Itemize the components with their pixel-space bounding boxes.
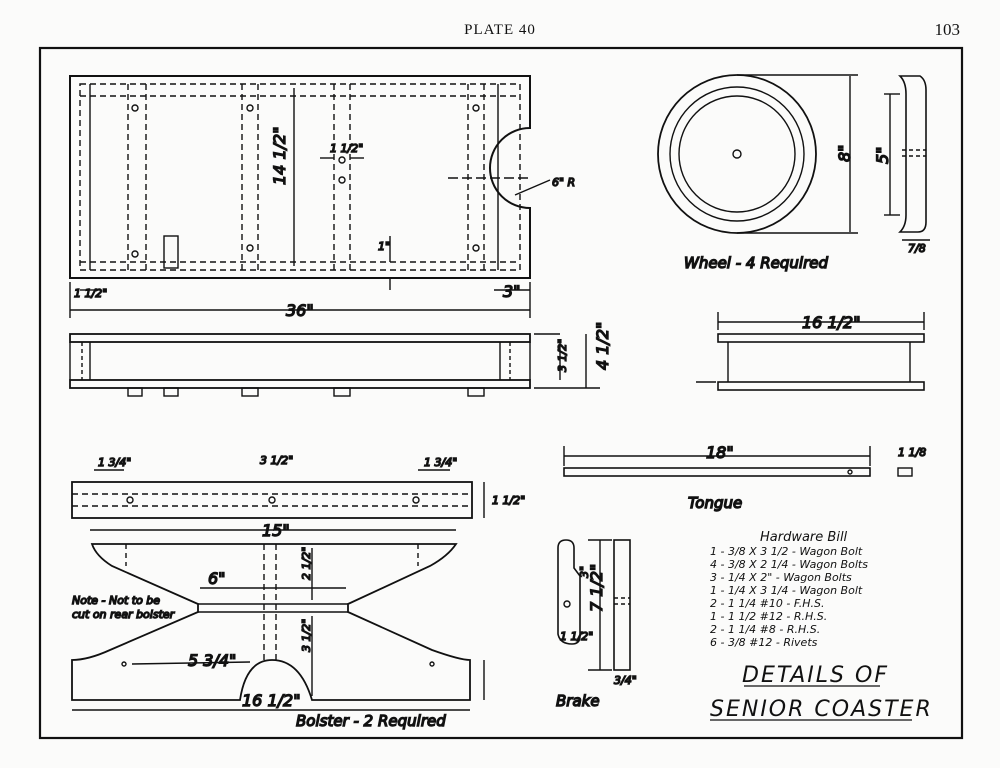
dim-bolster-base: 16 1/2"	[242, 691, 301, 710]
axle-assembly-view	[696, 312, 925, 391]
dim-tongue-width: 1 1/8	[898, 446, 926, 459]
bolster-side-view	[71, 543, 485, 711]
dim-one-inch: 1"	[378, 240, 390, 253]
note-line-2: cut on rear bolster	[72, 608, 176, 621]
hardware-item: 2 - 1 1/4 #10 - F.H.S.	[710, 597, 825, 610]
bolster-top-view	[71, 469, 485, 531]
wheel-label: Wheel - 4 Required	[684, 254, 828, 272]
dim-bolster-six: 6"	[208, 569, 226, 588]
wheel-view	[657, 74, 930, 241]
hardware-item: 1 - 1/4 X 3 1/4 - Wagon Bolt	[710, 584, 863, 597]
dim-hub: 5"	[873, 146, 892, 164]
dim-brake-width: 1 1/2"	[560, 630, 593, 643]
dim-bolster-height: 1 1/2"	[492, 494, 525, 507]
tongue-label: Tongue	[688, 494, 742, 512]
hardware-item: 2 - 1 1/4 #8 - R.H.S.	[710, 623, 820, 636]
tongue-view	[563, 446, 913, 477]
brake-view	[557, 539, 631, 671]
dim-body-length: 36"	[286, 301, 314, 320]
drawing-title: DETAILS OF SENIOR COASTER	[710, 663, 933, 722]
dim-radius: 6" R	[552, 176, 575, 189]
dim-body-width: 14 1/2"	[270, 126, 289, 185]
hardware-bill: Hardware Bill 1 - 3/8 X 3 1/2 - Wagon Bo…	[710, 530, 868, 649]
brake-label: Brake	[556, 692, 600, 710]
dim-bolster-five: 5 3/4"	[188, 651, 236, 670]
dim-end-cut: 3"	[503, 282, 521, 301]
hardware-title: Hardware Bill	[760, 530, 848, 545]
hardware-item: 6 - 3/8 #12 - Rivets	[710, 636, 818, 649]
hardware-item: 4 - 3/8 X 2 1/4 - Wagon Bolts	[710, 558, 868, 571]
dim-bolster-left: 1 3/4"	[98, 456, 131, 469]
dim-bolster-two: 2 1/2"	[300, 547, 313, 580]
dim-side-height: 3 1/2"	[556, 339, 569, 372]
title-line-1: DETAILS OF	[742, 663, 889, 688]
dim-brake-total: 7 1/2"	[587, 564, 606, 612]
dim-wheel-dia: 8"	[835, 144, 854, 162]
plate-frame	[38, 46, 964, 740]
dim-tongue-length: 18"	[706, 443, 734, 462]
note-line-1: Note - Not to be	[72, 594, 160, 607]
plate-title: PLATE 40	[464, 22, 536, 38]
dim-brake-thick: 3/4"	[614, 674, 637, 687]
dim-axle-width: 16 1/2"	[802, 313, 861, 332]
dim-brake-top: 3"	[578, 566, 591, 578]
dim-edge: 1 1/2"	[74, 287, 107, 300]
bolster-label: Bolster - 2 Required	[296, 712, 446, 730]
hardware-item: 3 - 1/4 X 2" - Wagon Bolts	[710, 571, 852, 584]
dim-bolster-three: 3 1/2"	[300, 619, 313, 652]
body-plan-view	[69, 75, 551, 318]
hardware-item: 1 - 1 1/2 #12 - R.H.S.	[710, 610, 827, 623]
dim-bolt-space: 1 1/2"	[330, 142, 363, 155]
page-number: 103	[934, 20, 961, 39]
dim-overall-height: 4 1/2"	[593, 322, 612, 370]
dim-bolster-right: 1 3/4"	[424, 456, 457, 469]
title-line-2: SENIOR COASTER	[710, 697, 933, 722]
body-side-view	[69, 333, 600, 397]
hardware-item: 1 - 3/8 X 3 1/2 - Wagon Bolt	[710, 545, 863, 558]
dim-bolster-length: 15"	[262, 521, 290, 540]
dim-rim: 7/8	[908, 242, 926, 255]
dim-bolster-center: 3 1/2"	[260, 454, 293, 467]
